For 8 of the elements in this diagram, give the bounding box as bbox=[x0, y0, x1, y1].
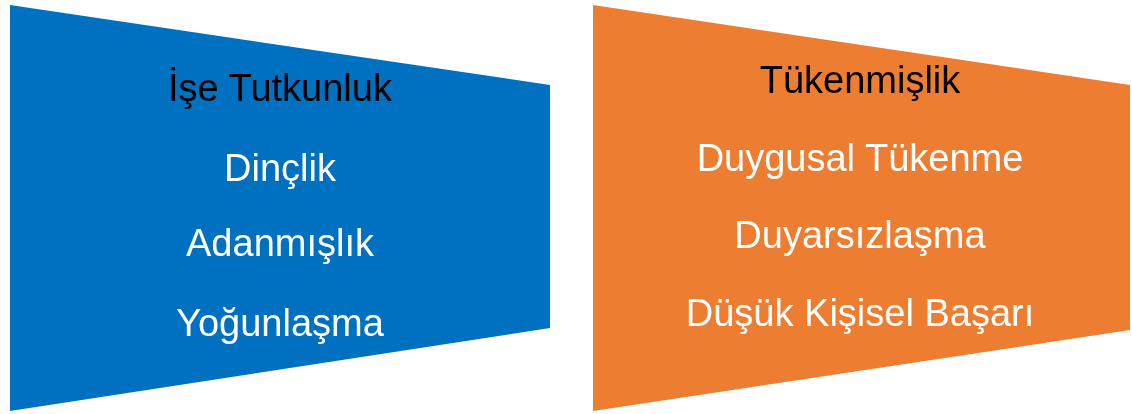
heading-text: Tükenmişlik bbox=[759, 58, 961, 103]
list-item-text: Dinçlik bbox=[224, 146, 336, 191]
list-item-text: Duygusal Tükenme bbox=[696, 136, 1024, 181]
list-item-text: Adanmışlık bbox=[186, 221, 374, 266]
list-item-text: Düşük Kişisel Başarı bbox=[685, 291, 1035, 336]
heading-text: İşe Tutkunluk bbox=[168, 66, 392, 111]
list-item-text: Duyarsızlaşma bbox=[734, 213, 986, 258]
list-item-text: Yoğunlaşma bbox=[176, 301, 384, 346]
